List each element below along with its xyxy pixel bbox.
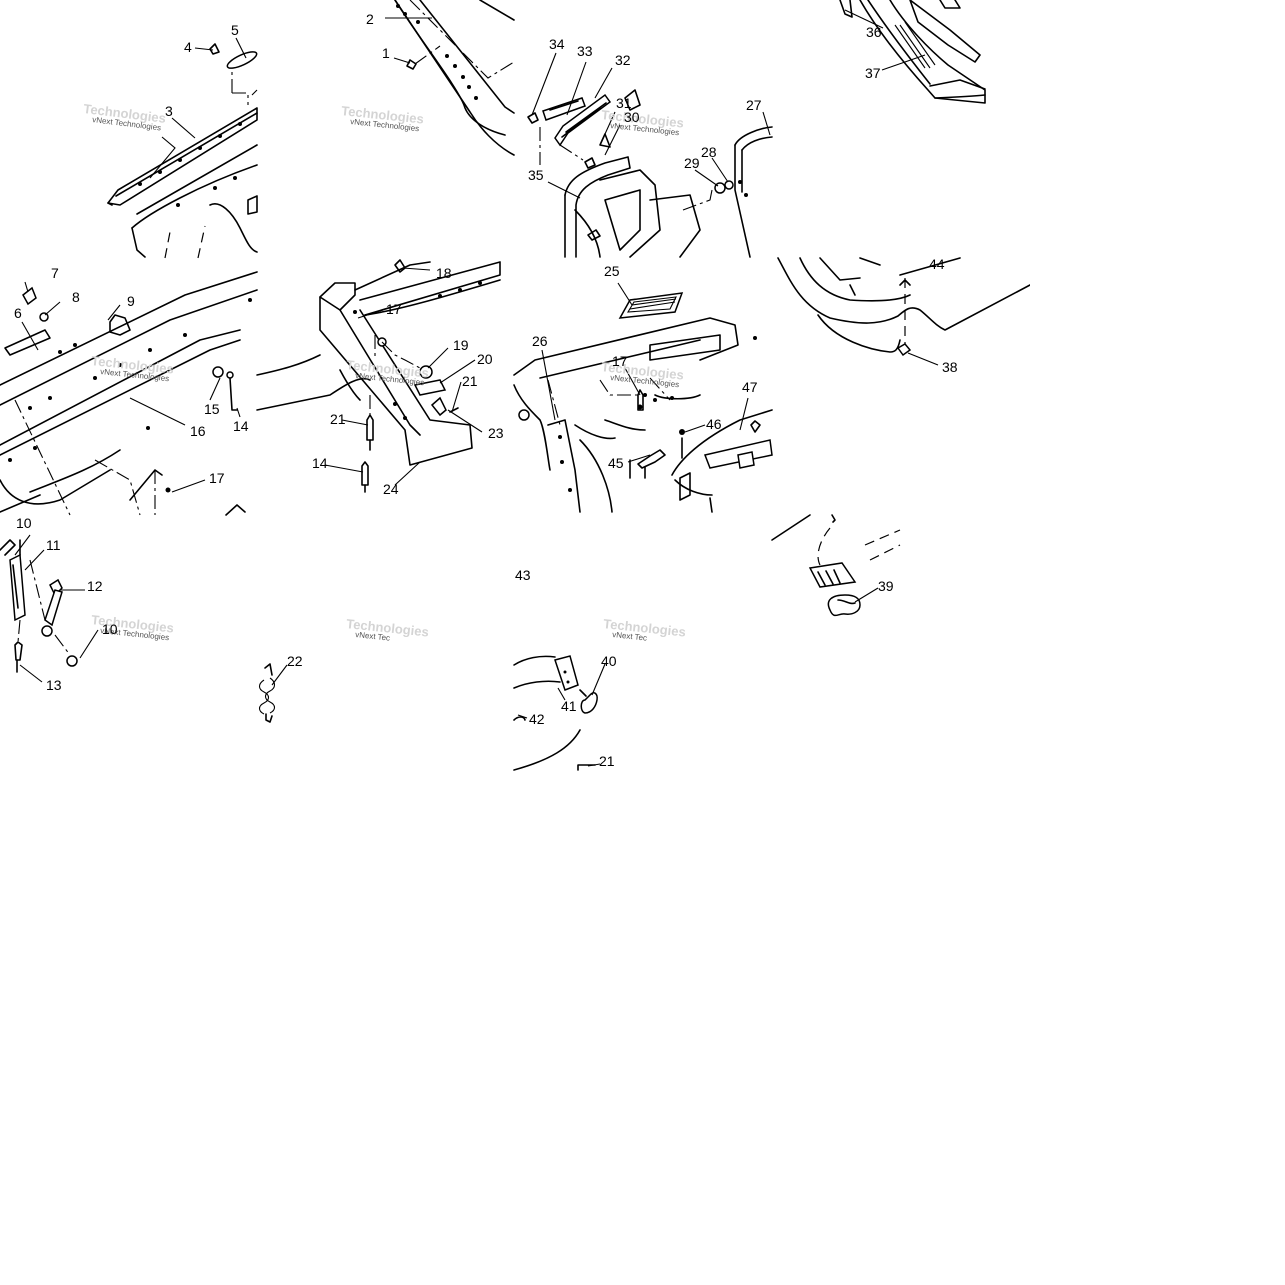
panel-dash xyxy=(513,292,773,513)
panel-side-rail xyxy=(394,0,515,156)
callout-17-panel5: 17 xyxy=(386,301,402,317)
callout-10-second: 10 xyxy=(102,621,118,637)
watermark-1: Technologies vNext Technologies xyxy=(83,101,167,132)
callout-30: 30 xyxy=(624,109,640,125)
callout-3: 3 xyxy=(165,103,173,119)
panel-bracket xyxy=(256,259,501,493)
callout-36: 36 xyxy=(866,24,882,40)
callout-12: 12 xyxy=(87,578,103,594)
callout-25: 25 xyxy=(604,263,620,279)
callout-1: 1 xyxy=(382,45,390,61)
callout-39: 39 xyxy=(878,578,894,594)
panel-hood-grille xyxy=(527,89,773,258)
watermarks: Technologies vNext Technologies Technolo… xyxy=(83,101,687,643)
panel-spring xyxy=(258,663,276,723)
callout-labels: 1 2 3 4 5 6 7 8 9 10 11 12 13 14 15 16 1… xyxy=(14,11,958,769)
panel-rear-bumper xyxy=(107,43,258,259)
callout-21-second: 21 xyxy=(330,411,346,427)
callout-18: 18 xyxy=(436,265,452,281)
panel-seat xyxy=(839,0,986,104)
callout-7: 7 xyxy=(51,265,59,281)
callout-20: 20 xyxy=(477,351,493,367)
callout-9: 9 xyxy=(127,293,135,309)
panel-bracket-plate xyxy=(771,514,901,617)
svg-text:vNext Tec: vNext Tec xyxy=(612,630,648,643)
watermark-5: Technologies vNext Technologies xyxy=(346,357,430,387)
callout-45: 45 xyxy=(608,455,624,471)
callout-24: 24 xyxy=(383,481,399,497)
callout-28: 28 xyxy=(701,144,717,160)
callout-21-third: 21 xyxy=(599,753,615,769)
callout-41: 41 xyxy=(561,698,577,714)
panel-door-latch xyxy=(513,655,598,771)
callout-11: 11 xyxy=(46,537,61,553)
callout-40: 40 xyxy=(601,653,617,669)
callout-17: 17 xyxy=(209,470,225,486)
callout-37: 37 xyxy=(865,65,881,81)
callout-8: 8 xyxy=(72,289,80,305)
callout-46: 46 xyxy=(706,416,722,432)
callout-10: 10 xyxy=(16,515,32,531)
callout-27: 27 xyxy=(746,97,762,113)
callout-32: 32 xyxy=(615,52,631,68)
panel-hinge-rods xyxy=(0,539,78,673)
callout-4: 4 xyxy=(184,39,192,55)
callout-6: 6 xyxy=(14,305,22,321)
callout-44: 44 xyxy=(929,256,945,272)
watermark-3: Technologies vNext Technologies xyxy=(601,107,685,137)
callout-42: 42 xyxy=(529,711,545,727)
callout-33: 33 xyxy=(577,43,593,59)
callout-15: 15 xyxy=(204,401,220,417)
callout-38: 38 xyxy=(942,359,958,375)
callout-17-panel6: 17 xyxy=(612,353,628,369)
watermark-8: Technologies vNext Tec xyxy=(346,616,430,643)
watermark-4: Technologies vNext Technologies xyxy=(91,353,175,383)
callout-35: 35 xyxy=(528,167,544,183)
callout-16: 16 xyxy=(190,423,206,439)
callout-31: 31 xyxy=(616,95,632,111)
panel-frame-left xyxy=(0,271,258,516)
callout-21: 21 xyxy=(462,373,478,389)
callout-2: 2 xyxy=(366,11,374,27)
callout-29: 29 xyxy=(684,155,700,171)
watermark-6: Technologies vNext Technologies xyxy=(601,359,685,389)
leader-lines xyxy=(14,9,939,767)
callout-14-second: 14 xyxy=(312,455,328,471)
callout-19: 19 xyxy=(453,337,469,353)
callout-23: 23 xyxy=(488,425,504,441)
callout-26: 26 xyxy=(532,333,548,349)
watermark-9: Technologies vNext Tec xyxy=(603,616,687,643)
callout-47: 47 xyxy=(742,379,758,395)
callout-13: 13 xyxy=(46,677,62,693)
callout-34: 34 xyxy=(549,36,565,52)
callout-22: 22 xyxy=(287,653,303,669)
callout-14: 14 xyxy=(233,418,249,434)
svg-text:vNext Tec: vNext Tec xyxy=(355,630,391,643)
watermark-2: Technologies vNext Technologies xyxy=(341,103,425,133)
callout-43: 43 xyxy=(515,567,531,583)
panel-cab xyxy=(777,257,1031,357)
callout-5: 5 xyxy=(231,22,239,38)
